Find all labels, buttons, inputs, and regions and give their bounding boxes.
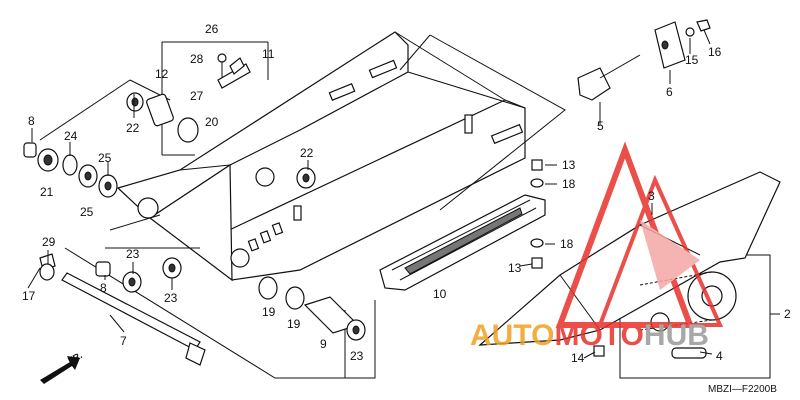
- pivot-boss-lower: [230, 248, 250, 268]
- callout: 11: [262, 47, 275, 61]
- collar-19-a: [258, 276, 278, 300]
- callout: 7: [120, 334, 127, 348]
- adjuster-plate-6: [654, 21, 686, 69]
- swingarm-slot-upper: [368, 59, 398, 79]
- front-direction-arrow: FR.: [40, 350, 84, 384]
- callout: 4: [716, 349, 723, 363]
- chain-slider-10: [379, 194, 546, 291]
- callout: 22: [126, 121, 140, 135]
- callout: 13: [562, 158, 576, 172]
- callout: 16: [708, 45, 722, 59]
- callout: 21: [40, 185, 54, 199]
- pivot-boss-upper: [255, 167, 275, 187]
- pivot-bolt-7: [61, 272, 201, 351]
- ring-24: [62, 154, 78, 176]
- callout: 19: [262, 305, 276, 319]
- callout: 8: [100, 281, 107, 295]
- svg-text:FR.: FR.: [66, 350, 83, 366]
- watermark-hub: HUB: [644, 319, 709, 352]
- callout: 13: [508, 261, 522, 275]
- bolt-14: [593, 345, 605, 357]
- callout-labels: 26 28 11 12 27 20 8 22 24 21 25 25 22 29…: [22, 22, 791, 365]
- pivot-boss-left: [137, 197, 159, 219]
- watermark-auto: AUTO: [470, 319, 554, 352]
- callout: 26: [205, 22, 219, 36]
- svg-text:AUTOMOTOHUB: AUTOMOTOHUB: [470, 319, 709, 352]
- bolt-13-upper: [531, 159, 543, 171]
- callout: 23: [164, 291, 178, 305]
- callout: 29: [42, 235, 56, 249]
- callout: 25: [98, 151, 112, 165]
- callout: 5: [597, 119, 604, 133]
- lower-tab: [293, 205, 302, 221]
- callout: 10: [433, 287, 447, 301]
- callout: 3: [648, 189, 655, 203]
- fasteners-right: [530, 159, 605, 357]
- cap-8-upper: [23, 142, 37, 158]
- callout: 28: [190, 52, 204, 66]
- callout: 2: [784, 307, 791, 321]
- callout: 18: [562, 177, 576, 191]
- callout: 12: [155, 67, 169, 81]
- callout-leaders: [27, 29, 780, 359]
- callout: 17: [22, 289, 36, 303]
- washer-18-lower: [530, 238, 544, 248]
- callout: 27: [190, 89, 204, 103]
- callout: 19: [287, 317, 301, 331]
- callout: 22: [300, 146, 314, 160]
- swingarm-body: [116, 31, 526, 282]
- diagram-code: MBZI—F2200B: [708, 384, 777, 395]
- swingarm-end-slot: [490, 123, 524, 145]
- chain-guide-tab: [464, 114, 473, 134]
- swingarm-slot-lower: [328, 83, 356, 101]
- washer-18-upper: [530, 178, 544, 188]
- cap-8-lower: [95, 261, 111, 277]
- washer-29: [39, 263, 55, 281]
- collar-19-b: [285, 286, 305, 310]
- bolt-13-lower: [531, 257, 543, 269]
- adjuster-block-5: [577, 67, 611, 101]
- callout: 8: [28, 114, 35, 128]
- callout: 23: [126, 247, 140, 261]
- callout: 18: [560, 237, 574, 251]
- pivot-parts-upper: [126, 53, 251, 143]
- chain-adjuster: [577, 19, 711, 101]
- callout: 25: [80, 205, 94, 219]
- pivot-collar-12: [146, 93, 174, 127]
- bolt-28: [217, 53, 227, 63]
- callout: 23: [350, 349, 364, 363]
- callout: 20: [205, 115, 219, 129]
- watermark-logo: AUTOMOTOHUB: [470, 141, 724, 352]
- callout: 9: [320, 337, 327, 351]
- callout: 24: [64, 129, 78, 143]
- washer-15: [685, 27, 695, 37]
- callout: 14: [571, 351, 585, 365]
- callout: 6: [666, 85, 673, 99]
- pivot-parts-lower: [39, 253, 366, 366]
- dust-seal-20: [177, 117, 199, 143]
- nut-16: [696, 19, 711, 32]
- watermark-moto: MOTO: [554, 319, 643, 352]
- bearing-stack-left: [23, 142, 316, 198]
- callout: 15: [685, 53, 699, 67]
